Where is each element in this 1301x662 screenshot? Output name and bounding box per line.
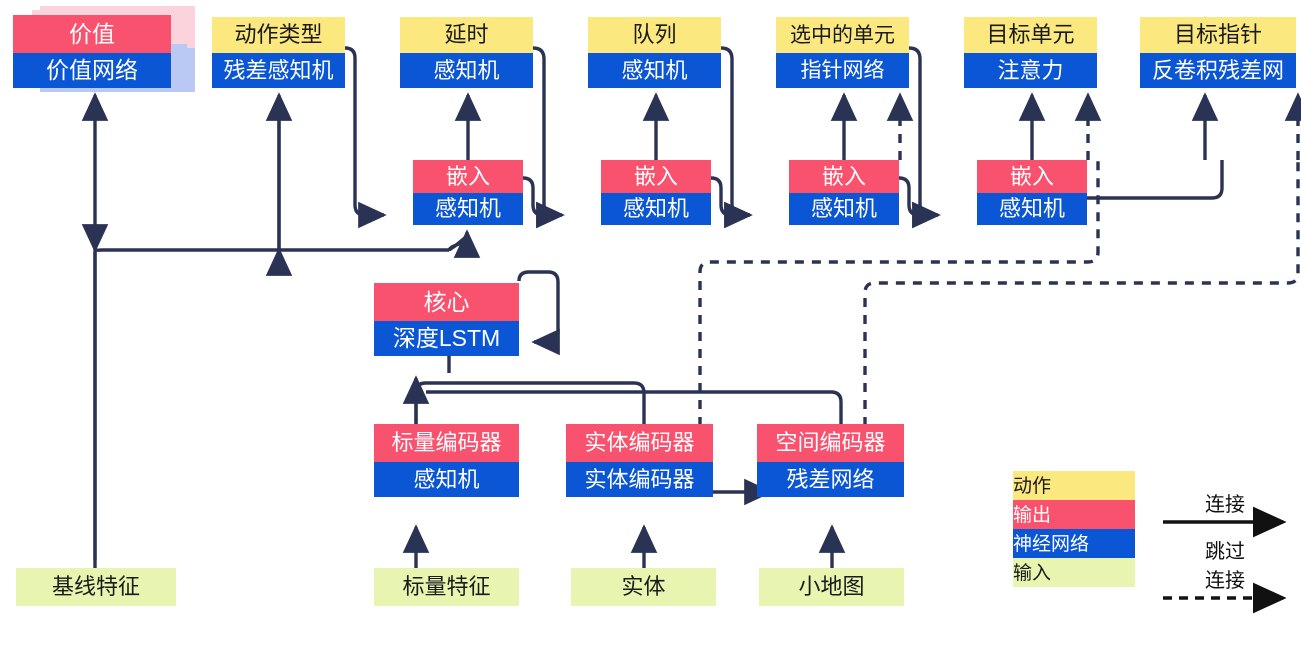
node-scalar-encoder-top: 标量编码器 — [374, 424, 519, 462]
node-value-bottom: 价值网络 — [13, 53, 171, 88]
node-embed-2-top: 嵌入 — [601, 160, 711, 193]
node-entity-encoder-top: 实体编码器 — [566, 424, 713, 462]
node-embed-3-top: 嵌入 — [789, 160, 899, 193]
node-entities-label: 实体 — [571, 568, 716, 606]
node-embed-3[interactable]: 嵌入 感知机 — [789, 160, 899, 225]
legend-skip-label-1: 跳过 — [1205, 541, 1245, 563]
legend-swatch-action: 动作 — [1013, 471, 1135, 500]
node-embed-2-bottom: 感知机 — [601, 193, 711, 225]
node-action-type[interactable]: 动作类型 残差感知机 — [212, 17, 345, 88]
node-core[interactable]: 核心 深度LSTM — [374, 283, 519, 356]
node-entity-encoder-bottom: 实体编码器 — [566, 462, 713, 497]
node-minimap[interactable]: 小地图 — [759, 568, 904, 606]
node-queued[interactable]: 队列 感知机 — [588, 17, 721, 88]
node-queued-top: 队列 — [588, 17, 721, 53]
node-scalar-encoder-bottom: 感知机 — [374, 462, 519, 497]
node-core-top: 核心 — [374, 283, 519, 321]
node-minimap-label: 小地图 — [759, 568, 904, 606]
node-scalar-features[interactable]: 标量特征 — [374, 568, 519, 606]
node-embed-4[interactable]: 嵌入 感知机 — [977, 160, 1087, 225]
node-embed-2[interactable]: 嵌入 感知机 — [601, 160, 711, 225]
node-selected-units-top: 选中的单元 — [776, 17, 909, 53]
node-core-bottom: 深度LSTM — [374, 321, 519, 356]
node-spatial-encoder-bottom: 残差网络 — [757, 462, 904, 497]
node-value-top: 价值 — [13, 15, 171, 53]
node-action-type-top: 动作类型 — [212, 17, 345, 53]
legend-swatch-output: 输出 — [1013, 500, 1135, 529]
node-embed-4-top: 嵌入 — [977, 160, 1087, 193]
node-entity-encoder[interactable]: 实体编码器 实体编码器 — [566, 424, 713, 497]
legend-swatches: 动作 输出 神经网络 输入 — [1013, 471, 1135, 587]
node-target-unit[interactable]: 目标单元 注意力 — [964, 17, 1097, 88]
node-delay-top: 延时 — [400, 17, 533, 53]
node-delay[interactable]: 延时 感知机 — [400, 17, 533, 88]
node-spatial-encoder[interactable]: 空间编码器 残差网络 — [757, 424, 904, 497]
node-scalar-features-label: 标量特征 — [374, 568, 519, 606]
node-scalar-encoder[interactable]: 标量编码器 感知机 — [374, 424, 519, 497]
node-embed-1[interactable]: 嵌入 感知机 — [413, 160, 523, 225]
node-spatial-encoder-top: 空间编码器 — [757, 424, 904, 462]
node-delay-bottom: 感知机 — [400, 53, 533, 88]
legend-swatch-input: 输入 — [1013, 558, 1135, 587]
node-embed-1-top: 嵌入 — [413, 160, 523, 193]
legend-swatch-network: 神经网络 — [1013, 529, 1135, 558]
node-queued-bottom: 感知机 — [588, 53, 721, 88]
node-baseline-features[interactable]: 基线特征 — [16, 568, 176, 606]
node-action-type-bottom: 残差感知机 — [212, 53, 345, 88]
node-target-point[interactable]: 目标指针 反卷积残差网 — [1140, 17, 1296, 88]
node-target-unit-top: 目标单元 — [964, 17, 1097, 53]
legend-arrow-key: 连接 跳过 连接 — [1155, 476, 1295, 600]
legend-connect-label: 连接 — [1205, 494, 1245, 516]
node-baseline-features-label: 基线特征 — [16, 568, 176, 606]
node-selected-units[interactable]: 选中的单元 指针网络 — [776, 17, 909, 88]
legend-skip-label-2: 连接 — [1205, 570, 1245, 592]
node-target-point-bottom: 反卷积残差网 — [1140, 53, 1296, 88]
node-embed-4-bottom: 感知机 — [977, 193, 1087, 225]
node-embed-3-bottom: 感知机 — [789, 193, 899, 225]
node-value[interactable]: 价值 价值网络 — [13, 15, 171, 88]
node-entities[interactable]: 实体 — [571, 568, 716, 606]
node-target-point-top: 目标指针 — [1140, 17, 1296, 53]
node-embed-1-bottom: 感知机 — [413, 193, 523, 225]
node-target-unit-bottom: 注意力 — [964, 53, 1097, 88]
node-selected-units-bottom: 指针网络 — [776, 53, 909, 88]
